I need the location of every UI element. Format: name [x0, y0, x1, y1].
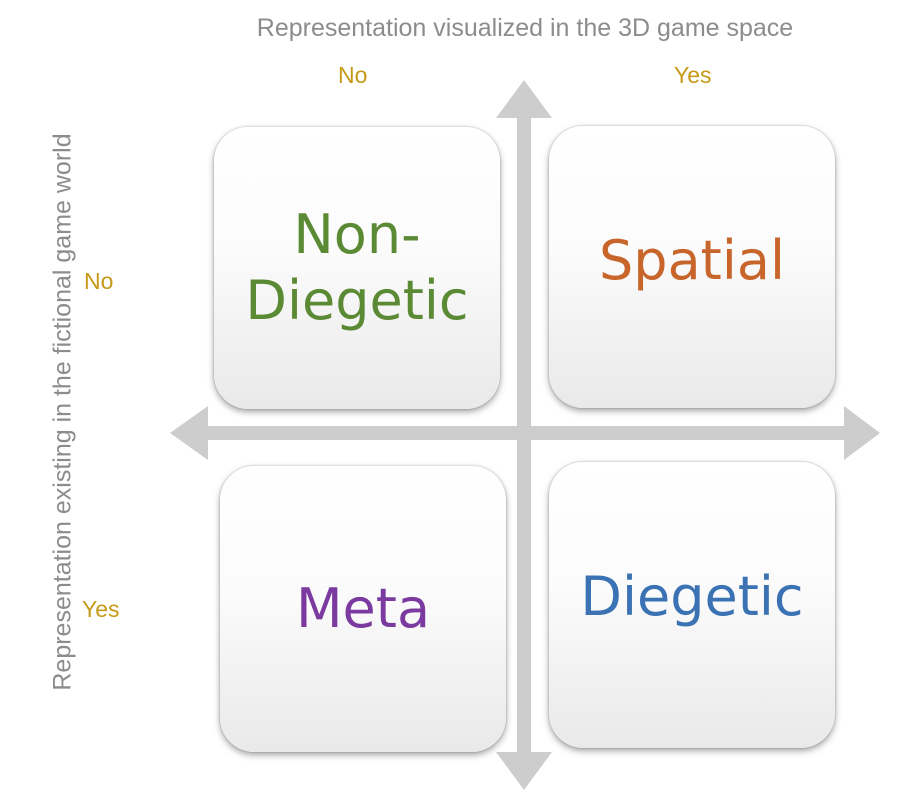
quadrant-label-meta: Meta	[295, 577, 431, 641]
x-tick-yes: Yes	[674, 62, 712, 88]
quadrant-meta: Meta	[220, 466, 506, 752]
quadrant-label-diegetic: Diegetic	[580, 565, 804, 629]
quadrant-spatial: Spatial	[549, 126, 835, 408]
quadrant-non-diegetic: Non- Diegetic	[214, 127, 500, 409]
horizontal-axis-arrow	[170, 406, 880, 460]
quadrant-diegetic: Diegetic	[549, 462, 835, 748]
quadrant-label-spatial: Spatial	[599, 229, 785, 293]
y-tick-yes: Yes	[82, 596, 120, 622]
quadrant-label-non-diegetic: Non- Diegetic	[245, 203, 469, 332]
y-tick-no: No	[84, 268, 114, 294]
x-tick-no: No	[338, 62, 368, 88]
x-axis-title: Representation visualized in the 3D game…	[256, 14, 794, 42]
